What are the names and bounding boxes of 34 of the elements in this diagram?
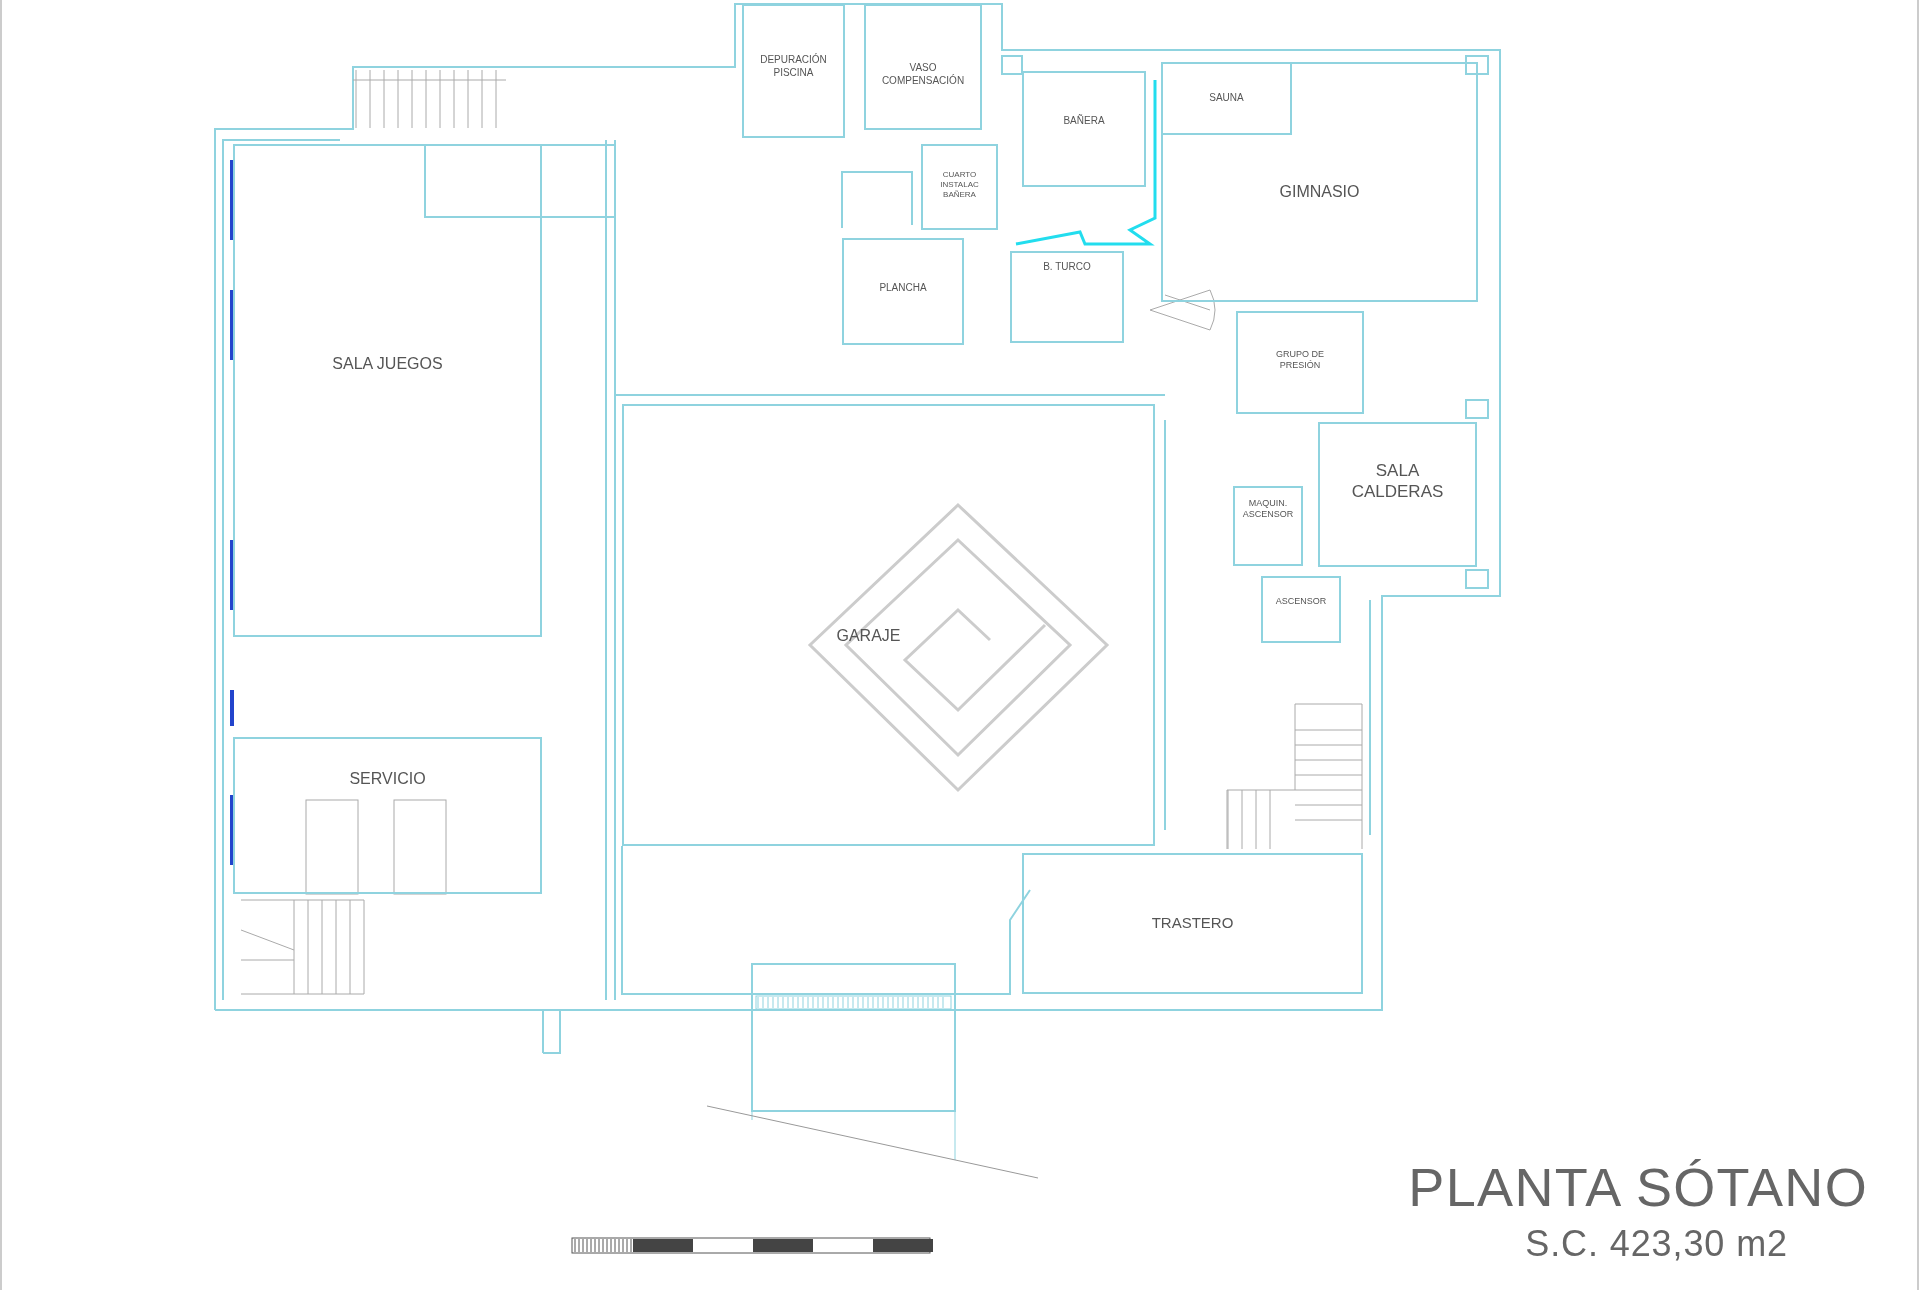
room-outline <box>1161 62 1478 302</box>
room-label: SALA JUEGOS <box>332 354 443 374</box>
room-label: VASO COMPENSACIÓN <box>880 62 966 87</box>
room-outline <box>233 144 542 637</box>
room-outline <box>742 4 845 138</box>
room-label: BAÑERA <box>1063 115 1105 128</box>
room-outline <box>1236 311 1364 414</box>
room-label: CUARTO INSTALAC BAÑERA <box>939 170 980 200</box>
room-outline <box>864 4 982 130</box>
room-outline <box>1022 71 1146 187</box>
room-label: B. TURCO <box>1043 261 1091 274</box>
room-label: SAUNA <box>1209 92 1244 105</box>
room-outline <box>842 238 964 345</box>
room-label: TRASTERO <box>1151 914 1234 933</box>
room-outline <box>1161 62 1292 135</box>
room-label: SERVICIO <box>349 769 426 789</box>
room-label: ASCENSOR <box>1275 596 1327 608</box>
room-label: MAQUIN. ASCENSOR <box>1241 498 1295 521</box>
room-label: GRUPO DE PRESIÓN <box>1275 349 1325 372</box>
room-outline <box>622 404 1155 846</box>
room-outline <box>921 144 998 230</box>
room-outline <box>1318 422 1477 567</box>
room-outline <box>233 737 542 894</box>
room-label: GIMNASIO <box>1279 182 1360 202</box>
room-label: GARAJE <box>836 626 901 646</box>
room-label: SALA CALDERAS <box>1350 460 1445 503</box>
room-label: DEPURACIÓN PISCINA <box>759 54 828 79</box>
plan-title: PLANTA SÓTANO <box>1408 1160 1868 1214</box>
room-outline <box>1261 576 1341 643</box>
room-outline <box>1022 853 1363 994</box>
room-label: PLANCHA <box>879 282 927 295</box>
surface-area-caption: S.C. 423,30 m2 <box>1525 1226 1788 1262</box>
room-outline <box>1010 251 1124 343</box>
room-outline <box>1233 486 1303 566</box>
